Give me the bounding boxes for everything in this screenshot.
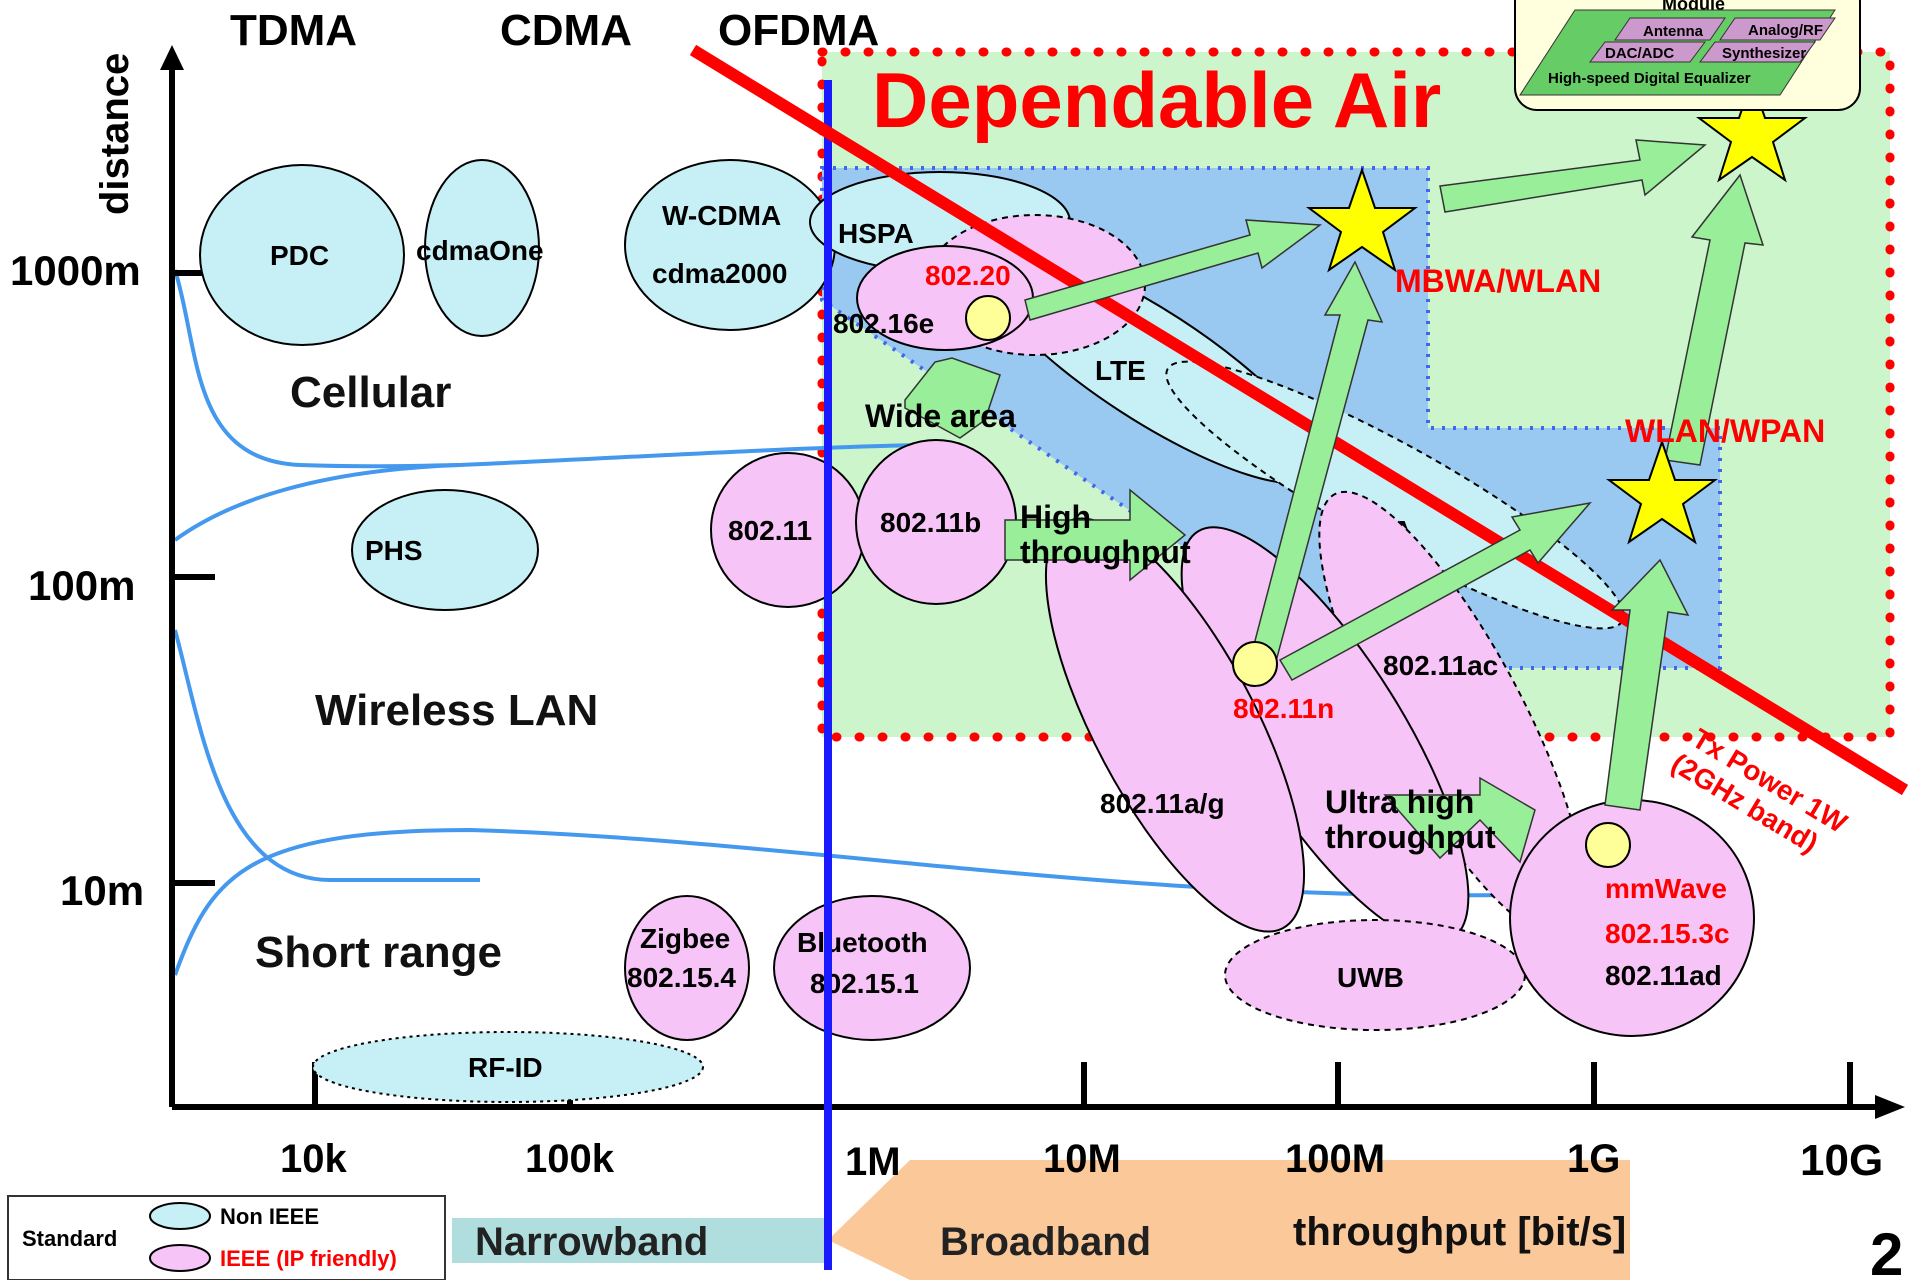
x-axis-title: throughput [bit/s]	[1293, 1210, 1626, 1254]
region-wireless-lan: Wireless LAN	[315, 686, 598, 735]
wlan-boundary-curve	[173, 629, 480, 883]
label-lte: LTE	[1095, 355, 1146, 386]
cellular-wlan-boundary-curve	[173, 443, 921, 542]
module-block-synthesizer	[1699, 41, 1816, 63]
ellipse-phs	[351, 489, 539, 611]
label-802153c: 802.15.3c	[1605, 918, 1730, 949]
arrow-mbwa-to-top	[1439, 139, 1707, 213]
access-method-cdma: CDMA	[500, 6, 632, 55]
legend-standard-label: Standard	[22, 1226, 117, 1251]
narrowband-band	[452, 1218, 827, 1263]
label-80211n: 802.11n	[1233, 693, 1334, 724]
legend-non-ieee-label: Non IEEE	[220, 1204, 319, 1229]
module-label-equalizer: High-speed Digital Equalizer	[1548, 70, 1751, 87]
x-tick-label-1g: 1G	[1567, 1137, 1620, 1181]
dependable-air-title: Dependable Air	[872, 56, 1441, 144]
module-block-dac-adc	[1589, 41, 1706, 63]
label-80211: 802.11	[728, 515, 812, 546]
label-802154: 802.15.4	[627, 962, 736, 993]
module-block-analog-rf	[1719, 17, 1836, 41]
label-80211b: 802.11b	[880, 507, 981, 538]
dot-80211n	[1232, 641, 1278, 687]
ellipse-wcdma	[624, 159, 836, 331]
label-uwb: UWB	[1337, 962, 1404, 993]
access-method-tdma: TDMA	[230, 6, 357, 55]
label-wcdma: W-CDMA	[662, 200, 781, 231]
module-label-dac-adc: DAC/ADC	[1605, 45, 1674, 62]
label-hspa: HSPA	[838, 218, 914, 249]
label-80211ag: 802.11a/g	[1100, 788, 1225, 819]
arrow-ultra-throughput	[1383, 776, 1536, 864]
legend-ieee-label: IEEE (IP friendly)	[220, 1246, 397, 1271]
y-tick-label-10m: 10m	[60, 867, 144, 914]
arrow-80220-to-mbwa	[1024, 219, 1323, 321]
label-zigbee: Zigbee	[640, 923, 730, 954]
x-tick-label-100k: 100k	[525, 1137, 615, 1181]
ellipse-zigbee	[624, 895, 750, 1041]
target-mbwa-wlan: MBWA/WLAN	[1395, 263, 1601, 299]
legend-ieee-swatch	[149, 1244, 211, 1272]
module-label-synthesizer: Synthesizer	[1722, 45, 1806, 62]
module-label-antenna: Antenna	[1643, 23, 1704, 40]
x-tick-label-100m: 100M	[1285, 1137, 1385, 1181]
module-label-analog-rf: Analog/RF	[1748, 22, 1823, 39]
label-mmwave: mmWave	[1605, 873, 1727, 904]
broadband-label: Broadband	[940, 1220, 1151, 1264]
star-mbwa-wlan	[1306, 166, 1418, 273]
label-pdc: PDC	[270, 240, 329, 271]
dot-80220	[965, 295, 1011, 341]
label-80211ad: 802.11ad	[1605, 960, 1722, 991]
x-tick-label-10k: 10k	[280, 1137, 347, 1181]
page-number: 2	[1870, 1221, 1903, 1280]
label-cdmaone: cdmaOne	[416, 235, 544, 266]
label-80216e: 802.16e	[833, 308, 934, 339]
y-tick-label-100m: 100m	[28, 562, 135, 609]
region-cellular: Cellular	[290, 368, 451, 417]
ellipse-bluetooth	[773, 895, 971, 1041]
access-method-ofdma: OFDMA	[718, 6, 879, 55]
label-80211ac: 802.11ac	[1383, 650, 1498, 681]
arrow-80211n-to-mbwa	[1249, 260, 1384, 666]
arrow-label-ultra-throughput: throughput	[1325, 819, 1496, 855]
y-axis-arrowhead	[160, 45, 184, 70]
x-tick-label-1m: 1M	[845, 1140, 901, 1184]
label-rfid: RF-ID	[468, 1052, 543, 1083]
label-bluetooth: Bluetooth	[797, 927, 928, 958]
ellipse-rfid	[312, 1031, 704, 1103]
legend-non-ieee-swatch	[149, 1202, 211, 1230]
ellipse-pdc	[199, 164, 405, 346]
narrowband-label: Narrowband	[475, 1220, 708, 1264]
label-cdma2000: cdma2000	[652, 258, 787, 289]
x-axis-arrowhead	[1875, 1095, 1905, 1119]
arrow-label-wide-area: Wide area	[865, 398, 1016, 434]
region-short-range: Short range	[255, 928, 502, 977]
broadband-band	[828, 1160, 1630, 1280]
target-wlan-wpan: WLAN/WPAN	[1625, 413, 1825, 449]
arrow-label-high: High	[1020, 499, 1091, 535]
arrow-mmwave-to-wlan	[1604, 558, 1690, 811]
legend-box	[7, 1195, 446, 1280]
arrow-wide-area	[904, 357, 1001, 439]
arrow-wlan-to-top	[1664, 173, 1765, 466]
tx-power-line	[689, 44, 1909, 796]
star-wlan-wpan	[1606, 438, 1718, 545]
dot-mmwave	[1585, 822, 1631, 868]
label-phs: PHS	[365, 535, 423, 566]
module-block-antenna	[1614, 17, 1726, 41]
arrow-label-ultra: Ultra high	[1325, 784, 1474, 820]
x-tick-label-10g: 10G	[1800, 1136, 1883, 1185]
green-arrows	[904, 139, 1765, 864]
y-axis-title: distance	[93, 53, 137, 215]
arrow-80211n-to-wlan	[1278, 501, 1592, 682]
y-tick-label-1000m: 1000m	[10, 247, 141, 294]
ellipse-cdmaone	[424, 159, 540, 337]
label-80220: 802.20	[925, 260, 1011, 291]
star-top	[1696, 76, 1808, 183]
arrow-label-high-throughput: throughput	[1020, 534, 1191, 570]
arrow-high-throughput	[1004, 488, 1187, 582]
x-tick-label-10m: 10M	[1043, 1137, 1121, 1181]
